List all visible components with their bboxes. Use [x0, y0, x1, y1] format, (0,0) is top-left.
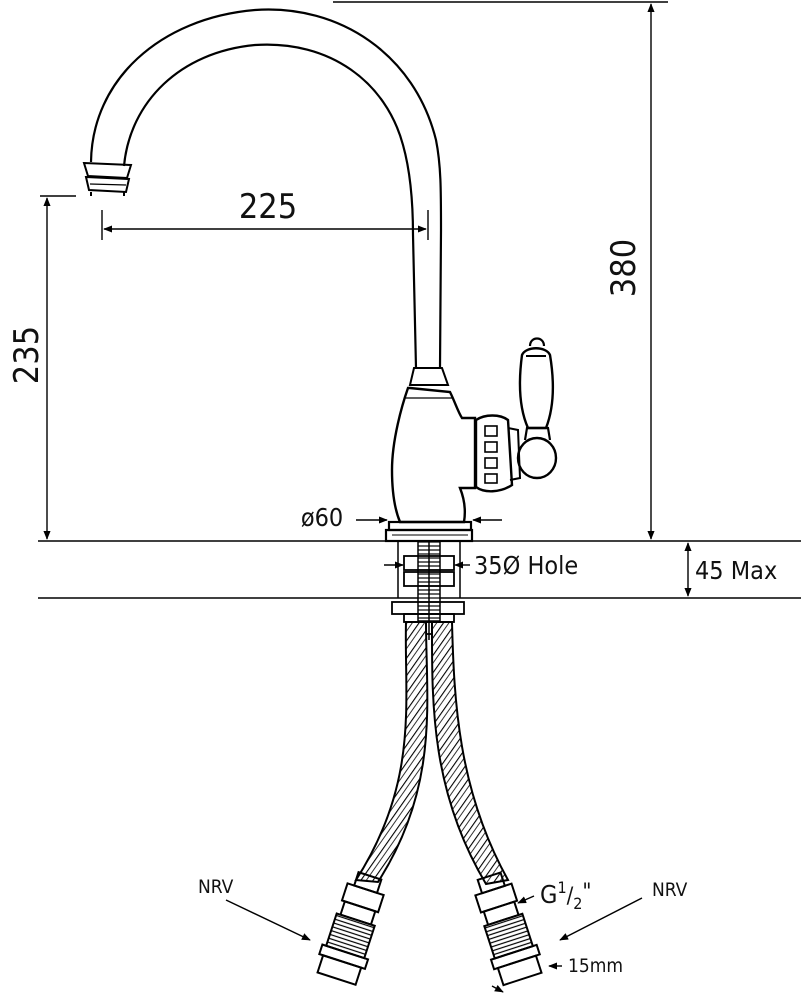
worktop-thickness-dimension: 45 Max	[684, 542, 777, 597]
thread-label: G1/2"	[540, 878, 592, 913]
thread-slash: /	[567, 884, 574, 909]
pipe-size-label: 15mm	[568, 955, 623, 977]
thread-suffix: "	[582, 880, 591, 905]
thread-main: G	[540, 880, 557, 909]
mounting-shank	[391, 540, 465, 640]
reach-dimension: 225	[101, 187, 429, 240]
hole-dimension: 35Ø Hole	[384, 551, 578, 580]
spout-height-dimension: 235	[7, 195, 76, 540]
nrv-left-label: NRV	[198, 876, 234, 898]
height-dimension: 380	[604, 3, 655, 540]
handle-assembly	[474, 337, 558, 493]
nrv-right-callout: NRV	[559, 879, 688, 941]
base-diameter-dimension: ø60	[301, 503, 502, 532]
left-hose-fitting	[316, 870, 385, 987]
spout	[82, 8, 443, 369]
nrv-right-label: NRV	[652, 879, 688, 901]
worktop-thickness-value: 45 Max	[695, 556, 777, 585]
right-hose-fitting	[474, 871, 543, 987]
flexible-hoses	[354, 621, 510, 886]
spout-height-value: 235	[7, 326, 47, 384]
base-diameter-value: ø60	[301, 503, 343, 532]
hole-value: 35Ø Hole	[474, 551, 578, 580]
thread-sup: 1	[557, 878, 566, 897]
pipe-size-callout: 15mm	[491, 955, 623, 993]
reach-value: 225	[239, 187, 297, 227]
tap-body	[384, 367, 477, 543]
nrv-left-callout: NRV	[198, 876, 311, 941]
height-value: 380	[604, 239, 644, 297]
thread-callout: G1/2"	[517, 878, 592, 913]
thread-sub: 2	[573, 894, 582, 913]
